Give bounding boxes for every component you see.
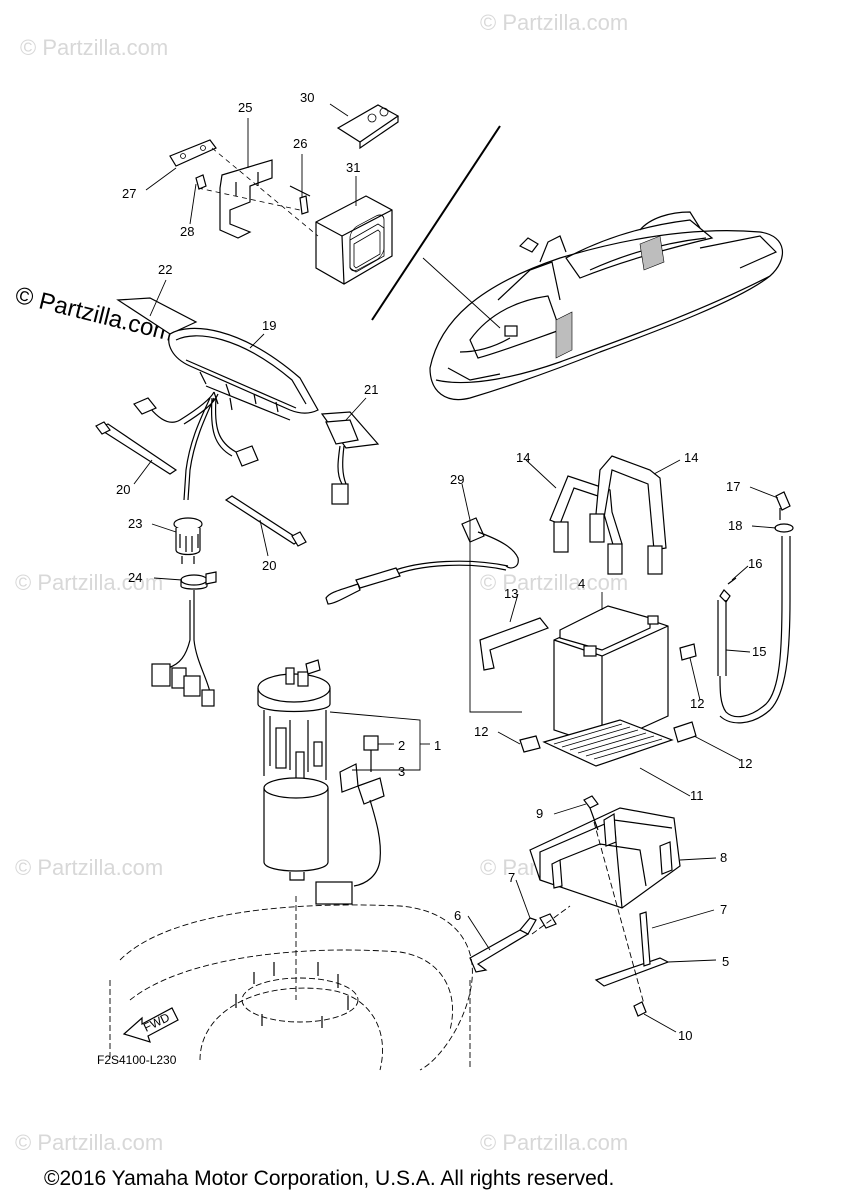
callout-label: 10: [678, 1028, 692, 1043]
callout-label: 7: [720, 902, 727, 917]
fuel-tank-outline: [109, 896, 473, 1071]
cable-tie-part: [95, 421, 307, 547]
pointer-line: [422, 257, 501, 329]
callout-label: 20: [262, 558, 276, 573]
callout-label: 11: [690, 788, 704, 803]
callout-label: 22: [158, 262, 172, 277]
callout-label: 12: [738, 756, 752, 771]
callout-label: 15: [752, 644, 766, 659]
callout-label: 12: [690, 696, 704, 711]
group-bracket: [469, 520, 522, 713]
callout-label: 8: [720, 850, 727, 865]
bolt-part: [583, 795, 599, 831]
callout-label: 9: [536, 806, 543, 821]
pointer-line: [371, 125, 501, 321]
callout-label: 5: [722, 954, 729, 969]
pin-part: [195, 174, 309, 215]
fwd-arrow: FWD: [122, 1007, 179, 1043]
bracket-part: [219, 159, 311, 239]
callout-label: 13: [504, 586, 518, 601]
remote-fob-part: [336, 104, 400, 150]
meter-harness-part: [133, 391, 259, 501]
fuel-pump-part: [257, 659, 331, 881]
watermark-layer: © Partzilla.com © Partzilla.com © Partzi…: [15, 10, 628, 1155]
meter-cover-part: [116, 297, 198, 335]
callout-label: 21: [364, 382, 378, 397]
clamp-part: [180, 571, 217, 590]
callout-label: 2: [398, 738, 405, 753]
sensor-part: [315, 735, 385, 905]
callout-label: 25: [238, 100, 252, 115]
watercraft-overview: [429, 211, 784, 400]
callout-label: 31: [346, 160, 360, 175]
callout-label: 26: [293, 136, 307, 151]
callout-label: 29: [450, 472, 464, 487]
callout-label: 7: [508, 870, 515, 885]
callout-label: 14: [684, 450, 698, 465]
assembly-line: [211, 147, 319, 237]
copyright-notice: ©2016 Yamaha Motor Corporation, U.S.A. A…: [44, 1167, 614, 1190]
assembly-line: [531, 905, 571, 935]
callout-labels: 30 25 26 31 27 28 22 19 21 20 20 23 24 2…: [116, 90, 766, 1043]
leader-lines: [133, 103, 779, 1033]
battery-part: [553, 605, 669, 747]
callout-label: 16: [748, 556, 762, 571]
sender-cable-part: [325, 517, 519, 605]
callout-label: 6: [454, 908, 461, 923]
callout-label: 17: [726, 479, 740, 494]
diagram-code: F2S4100-L230: [97, 1053, 177, 1067]
watermark: © Partzilla.com: [15, 1130, 163, 1155]
watermark: © Partzilla.com: [15, 570, 163, 595]
callout-label: 18: [728, 518, 742, 533]
meter-assembly-part: [168, 327, 319, 421]
callout-label: 4: [578, 576, 585, 591]
callout-label: 14: [516, 450, 530, 465]
switch-part: [320, 411, 380, 505]
callout-label: 30: [300, 90, 314, 105]
callout-label: 28: [180, 224, 194, 239]
tray-mat-part: [542, 719, 674, 767]
assembly-line: [593, 821, 645, 1005]
callout-label: 3: [398, 764, 405, 779]
plate-part: [169, 139, 217, 167]
grommet-part: [173, 517, 203, 564]
watermark: © Partzilla.com: [480, 570, 628, 595]
watermark: © Partzilla.com: [480, 10, 628, 35]
vent-fitting-part: [717, 491, 794, 724]
callout-label: 12: [474, 724, 488, 739]
callout-label: 24: [128, 570, 142, 585]
callout-label: 19: [262, 318, 276, 333]
battery-cover-part: [479, 617, 549, 671]
strap-part: [549, 455, 667, 575]
watermark: © Partzilla.com: [480, 1130, 628, 1155]
battery-box-part: [529, 807, 681, 909]
callout-label: 27: [122, 186, 136, 201]
stay-part: [469, 911, 670, 1017]
control-module-part: [315, 195, 393, 285]
watermark: © Partzilla.com: [15, 855, 163, 880]
watermark: © Partzilla.com: [20, 35, 168, 60]
pad-part: [519, 643, 697, 753]
callout-label: 23: [128, 516, 142, 531]
callout-label: 20: [116, 482, 130, 497]
callout-label: 1: [434, 738, 441, 753]
connector-bundle-part: [151, 639, 215, 707]
